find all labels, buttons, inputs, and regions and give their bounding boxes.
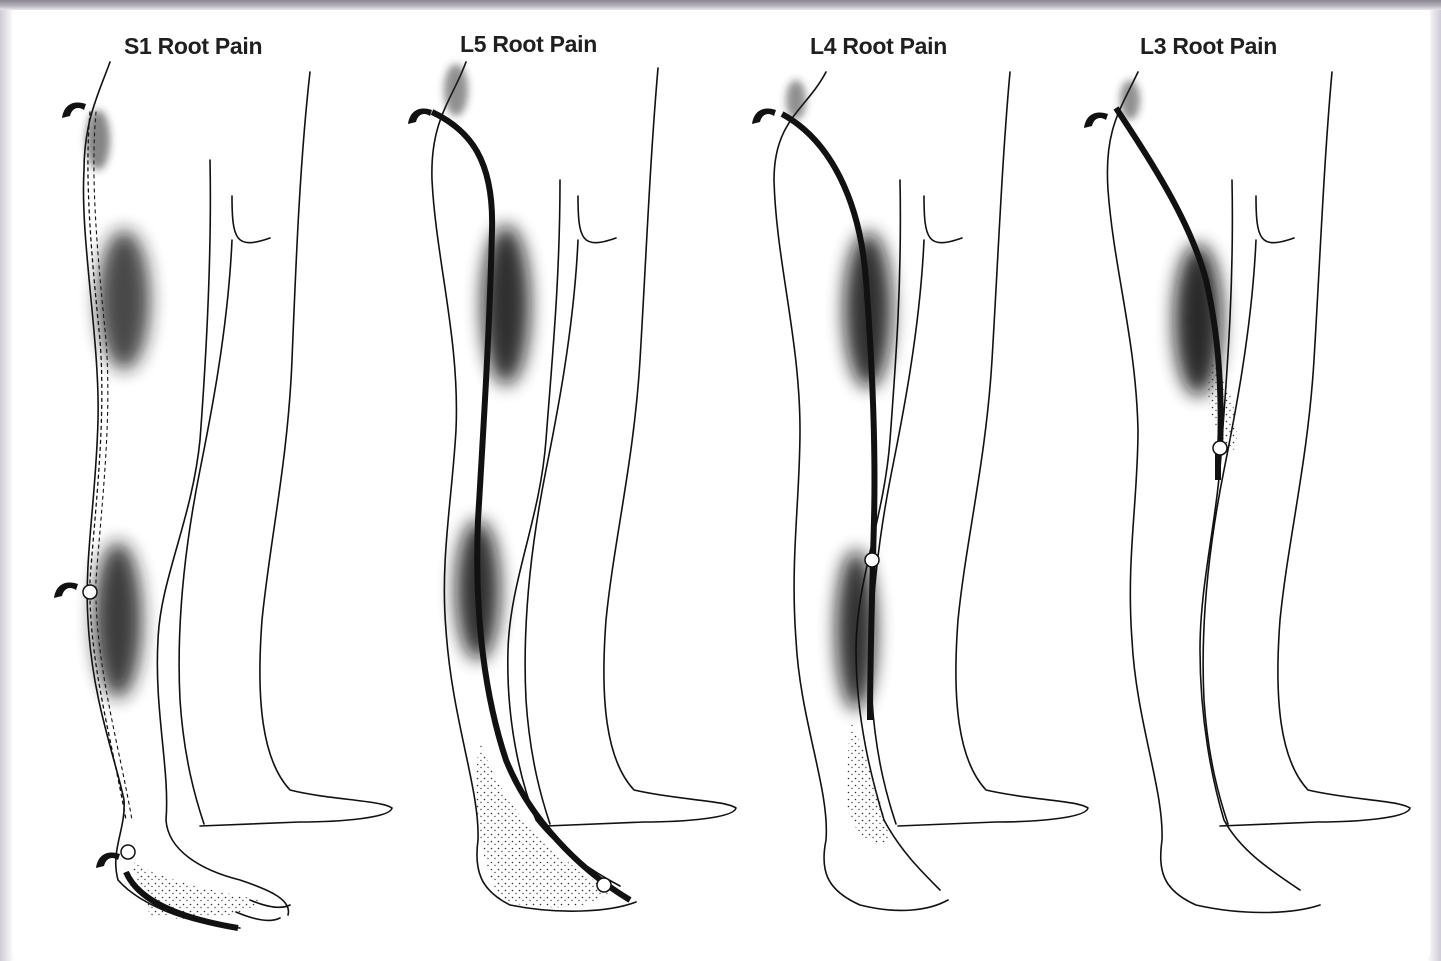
pain-shading-l5 [432,64,630,907]
leg-figure-l3 [1107,72,1410,913]
pain-shading-l4 [782,80,892,843]
pain-shading-l3 [1116,80,1237,480]
pain-shading-s1 [86,110,260,928]
leg-figure-l4 [774,72,1088,910]
leg-figure-s1 [83,62,392,928]
